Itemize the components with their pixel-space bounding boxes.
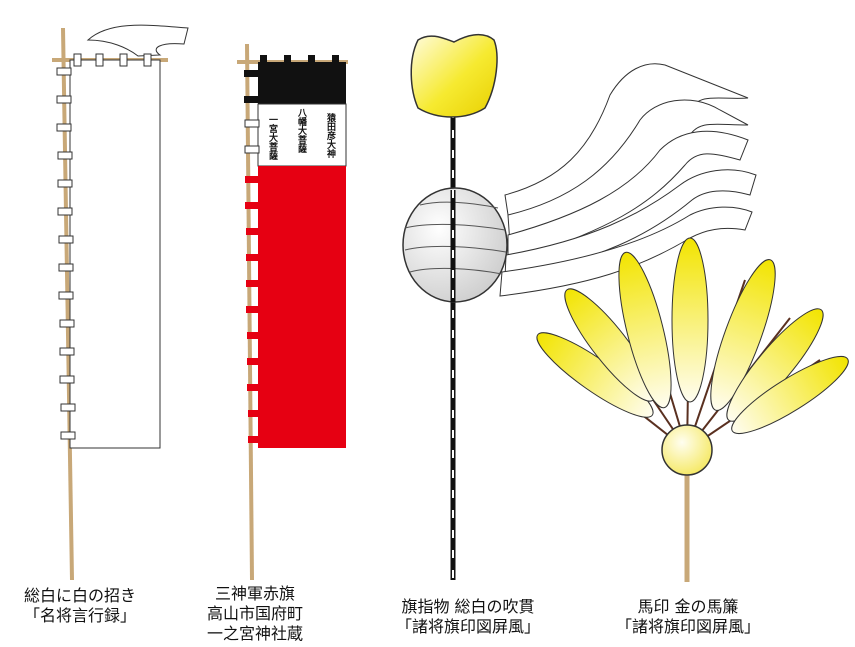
- caption-line: 「諸将旗印図屏風」: [395, 617, 540, 636]
- caption-line: 高山市国府町: [206, 604, 303, 623]
- banner-column-2: 八幡大菩薩: [296, 108, 308, 154]
- white-panel: [257, 103, 347, 167]
- banner-column-1: 猿田彦大神: [325, 112, 337, 159]
- white-loops: [244, 119, 260, 154]
- fukinuki-figure: [402, 33, 757, 580]
- caption-line: 旗指物 総白の吹貫: [401, 597, 535, 616]
- caption-line: 「諸将旗印図屏風」: [615, 617, 760, 636]
- golden-baren-figure: [536, 237, 849, 582]
- red-loops: [245, 176, 262, 443]
- gold-finial: [410, 33, 498, 118]
- caption-red-banner: 三神軍赤旗 高山市国府町 一之宮神社蔵: [185, 584, 325, 644]
- red-field: [258, 166, 346, 448]
- gold-petals: [536, 237, 849, 435]
- caption-golden-baren: 馬印 金の馬簾 「諸将旗印図屏風」: [598, 597, 778, 637]
- banner-loops: [56, 53, 152, 440]
- caption-line: 「名将言行録」: [23, 606, 136, 625]
- caption-line: 馬印 金の馬簾: [637, 597, 739, 616]
- red-banner-figure: 猿田彦大神 八幡大菩薩 一宮大菩薩: [237, 43, 348, 581]
- caption-line: 一之宮神社蔵: [206, 624, 303, 643]
- banner-column-3: 一宮大菩薩: [267, 115, 278, 161]
- caption-white-banner: 総白に白の招き 「名将言行録」: [10, 586, 150, 626]
- beckoner-streamer: [86, 24, 189, 57]
- caption-line: 総白に白の招き: [23, 586, 136, 605]
- white-banner: [69, 59, 161, 449]
- black-loops: [244, 55, 339, 103]
- caption-fukinuki: 旗指物 総白の吹貫 「諸将旗印図屏風」: [378, 597, 558, 637]
- pole: [61, 27, 74, 581]
- caption-line: 三神軍赤旗: [214, 584, 295, 603]
- streamers: [499, 63, 757, 297]
- white-banner-figure: [52, 24, 189, 581]
- black-band: [258, 62, 346, 104]
- baren-center-ball: [661, 424, 713, 476]
